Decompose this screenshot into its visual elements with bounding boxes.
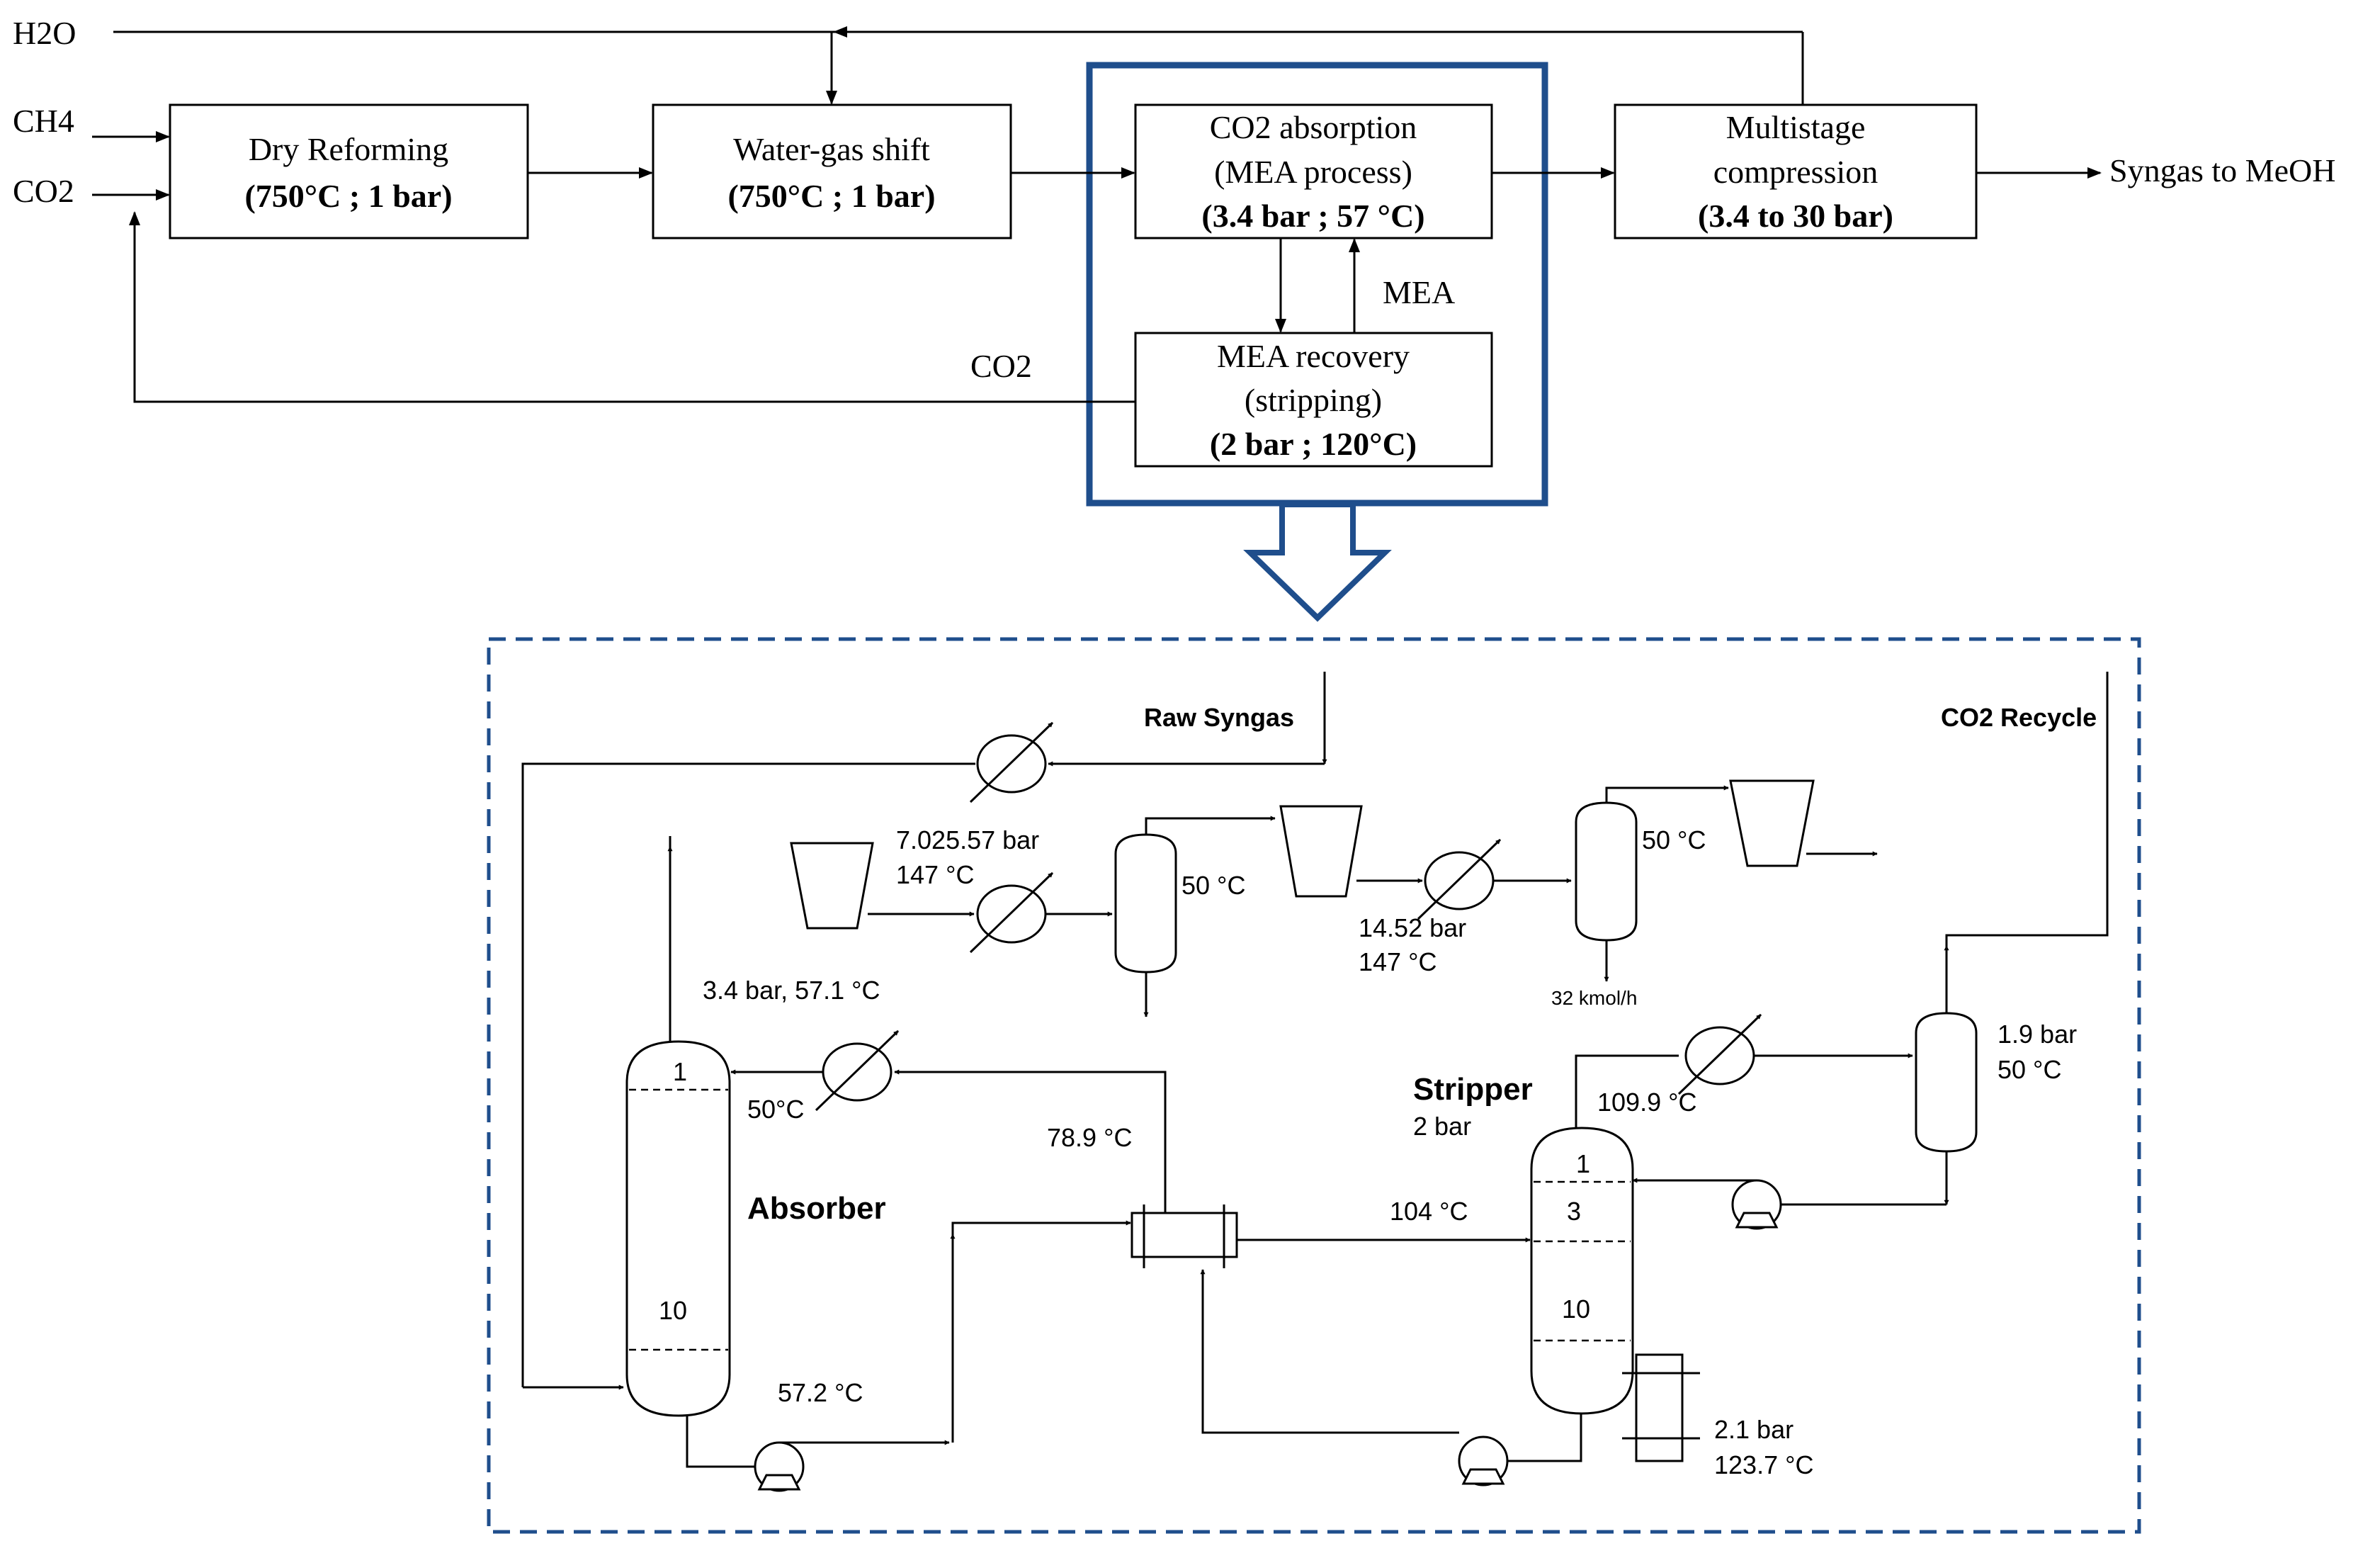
lean-amine-to-hx <box>1200 1269 1459 1434</box>
reflux-drum-pressure: 1.9 bar <box>1998 1020 2077 1049</box>
stripper-overhead-line <box>1575 1054 1679 1128</box>
block-dry-reforming <box>169 103 529 239</box>
raw-syngas-label: Raw Syngas <box>1144 703 1294 732</box>
stripper-overhead-temp: 109.9 °C <box>1597 1088 1696 1117</box>
mea-recovery-name: MEA recovery <box>1217 338 1410 374</box>
feed-cooler-hx-arrow <box>969 721 1054 803</box>
dry-reforming-conditions: (750°C ; 1 bar) <box>244 178 452 214</box>
rich-feed-temp: 104 °C <box>1390 1197 1468 1226</box>
water-gas-shift-conditions: (750°C ; 1 bar) <box>727 178 935 214</box>
stripper-label: Stripper <box>1413 1072 1533 1107</box>
block-flow-diagram: H2O CH4 CO2 Dry Reforming (750°C ; 1 bar… <box>13 15 2335 622</box>
co2-recycle-line <box>129 211 1135 403</box>
lean-mea-return <box>894 1069 1167 1142</box>
rich-amine-pump-base <box>757 1474 801 1491</box>
absorber-column <box>625 1040 731 1417</box>
compression-name-line1: Multistage <box>1726 109 1866 145</box>
block-water-gas-shift <box>652 103 1012 239</box>
mea-stream-label: MEA <box>1383 274 1455 310</box>
reflux-drum <box>1915 1012 1978 1153</box>
interstage-cooler-2-arrow <box>1417 838 1502 920</box>
stripper-column <box>1530 1127 1634 1415</box>
stripper-bottoms-line <box>1507 1414 1582 1462</box>
co2-recycle-line-pfd <box>1945 672 2109 946</box>
flash2-bottoms-flow: 32 kmol/h <box>1551 987 1637 1009</box>
reboiler <box>1635 1353 1684 1462</box>
flash-drum-2 <box>1575 801 1638 942</box>
stripper-stage-bottom: 10 <box>1562 1294 1590 1324</box>
input-ch4-label: CH4 <box>13 103 74 139</box>
co2-absorption-conditions: (3.4 bar ; 57 °C) <box>1201 198 1424 234</box>
lean-mea-cooler-arrow <box>815 1029 900 1112</box>
compressor1-pressure: 7.025.57 bar <box>896 825 1039 854</box>
pfd-frame <box>487 637 2141 1534</box>
co2-absorption-name: CO2 absorption <box>1210 109 1417 145</box>
compressor2-pressure: 14.52 bar <box>1359 913 1466 942</box>
compression-name-line2: compression <box>1713 154 1878 190</box>
raw-syngas-downcomer <box>521 762 975 1387</box>
overhead-condenser-arrow <box>1677 1013 1762 1095</box>
flash2-temp: 50 °C <box>1642 825 1706 854</box>
stripper-pressure: 2 bar <box>1413 1112 1471 1141</box>
input-co2-label: CO2 <box>13 173 74 209</box>
absorber-bottoms-temp: 57.2 °C <box>778 1378 863 1407</box>
lean-return-temp: 78.9 °C <box>1047 1123 1132 1152</box>
flash1-to-comp2 <box>1145 816 1276 835</box>
compressor2-temp: 147 °C <box>1359 947 1436 976</box>
absorber-bottoms-line <box>686 1416 754 1468</box>
flash2-to-comp3 <box>1605 785 1729 803</box>
co2-absorption-process: (MEA process) <box>1214 154 1412 190</box>
co2-recycle-label: CO2 <box>970 348 1032 384</box>
flash1-temp: 50 °C <box>1182 871 1245 900</box>
reboiler-pressure: 2.1 bar <box>1714 1415 1794 1444</box>
mea-recovery-method: (stripping) <box>1245 382 1382 418</box>
lean-amine-pump-base <box>1461 1468 1505 1485</box>
syngas-output-label: Syngas to MeOH <box>2109 152 2335 188</box>
compressor-3 <box>1729 779 1815 867</box>
compressor-1 <box>790 842 874 930</box>
compressor-2 <box>1279 805 1363 898</box>
block-multistage-compression <box>1614 103 1978 239</box>
compressor1-temp: 147 °C <box>896 860 974 889</box>
stripper-stage-mid: 3 <box>1567 1197 1581 1226</box>
dry-reforming-name: Dry Reforming <box>249 131 448 167</box>
block-co2-absorption <box>1134 103 1493 239</box>
lean-cooler-temp: 50°C <box>747 1095 804 1124</box>
water-gas-shift-name: Water-gas shift <box>733 131 930 167</box>
interstage-cooler-1-arrow <box>969 871 1054 954</box>
absorber-stage-top: 1 <box>673 1057 687 1086</box>
stripper-stage-top: 1 <box>1576 1149 1590 1178</box>
reflux-pump-base <box>1735 1212 1779 1229</box>
absorber-label: Absorber <box>747 1191 886 1226</box>
reboiler-temp: 123.7 °C <box>1714 1450 1813 1479</box>
expand-arrow <box>1243 502 1392 622</box>
absorber-overhead-conditions: 3.4 bar, 57.1 °C <box>703 976 880 1005</box>
co2-recycle-stream-label: CO2 Recycle <box>1941 703 2097 732</box>
lean-rich-hx <box>1130 1212 1238 1258</box>
process-flow-diagram: Raw Syngas CO2 Recycle 1 10 Absorber 3.4… <box>487 637 2141 1534</box>
compression-conditions: (3.4 to 30 bar) <box>1698 198 1893 234</box>
reflux-drum-temp: 50 °C <box>1998 1055 2061 1084</box>
block-mea-recovery <box>1134 332 1493 468</box>
absorber-stage-bottom: 10 <box>659 1296 687 1325</box>
mea-recovery-conditions: (2 bar ; 120°C) <box>1210 426 1417 462</box>
rich-to-hx <box>951 1220 1131 1234</box>
flash-drum-1 <box>1114 833 1177 974</box>
input-h2o-label: H2O <box>13 15 76 51</box>
